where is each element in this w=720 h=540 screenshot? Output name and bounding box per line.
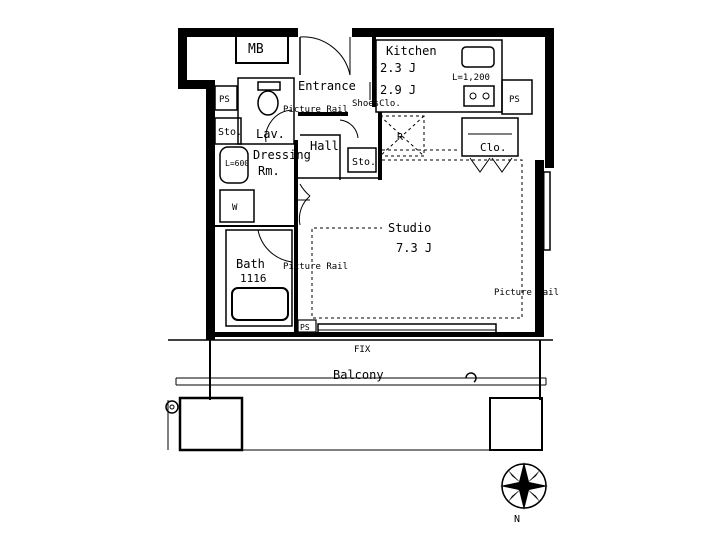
lavatory-label: Lav. [256, 127, 285, 141]
washer-label: W [232, 203, 238, 213]
ps-right-label: PS [509, 95, 520, 105]
dressing-note: L=600 [225, 159, 249, 168]
studio-size: 7.3 J [396, 241, 432, 255]
mb-label: MB [248, 42, 264, 57]
lavatory: Lav. [237, 77, 295, 145]
compass-needle-icon [500, 462, 548, 510]
balcony-label: Balcony [333, 368, 384, 382]
wall-left-jog [178, 80, 208, 89]
kitchen-note: L=1,200 [452, 73, 490, 83]
entrance-door[interactable] [299, 36, 351, 76]
upper-note-size: 2.9 J [380, 83, 416, 97]
picture-rail-studio: Picture Rail [494, 288, 559, 298]
wall-top-right [352, 28, 554, 37]
ps-top-left-label: PS [219, 95, 230, 105]
mb-box: MB [235, 32, 289, 64]
balcony: Balcony [165, 339, 553, 452]
dressing-rm-label: Rm. [258, 164, 280, 178]
bath-room: Bath 1116 Picture Rail [225, 229, 348, 327]
picture-rail-entrance: Picture Rail [283, 105, 348, 115]
ps-top-left: PS [214, 85, 238, 111]
wall-bottom [206, 332, 544, 337]
dressing-label: Dressing [253, 148, 311, 162]
bath-label: Bath [236, 257, 265, 271]
bottom-window: PS FIX [297, 319, 497, 355]
wall-right-lower [535, 160, 544, 336]
fix-label: FIX [354, 345, 371, 355]
shoes-closet-label: ShoesClo. [352, 99, 401, 109]
outdoor-unit [178, 396, 244, 452]
hall-label: Hall [310, 139, 339, 153]
entrance-hall: Entrance Picture Rail ShoesClo. Hall Sto… [283, 79, 401, 180]
drain-icon [465, 372, 477, 383]
storage-hall-label: Sto. [352, 157, 376, 168]
compass-north-label: N [514, 514, 520, 525]
wall-right [545, 28, 554, 168]
ps-right: PS [501, 79, 533, 115]
closet: Clo. [461, 117, 519, 173]
studio-room: Studio 7.3 J Picture Rail [298, 149, 559, 319]
studio-label: Studio [388, 221, 431, 235]
picture-rail-bath: Picture Rail [283, 262, 348, 272]
refrigerator-label: R [397, 132, 404, 143]
sink [461, 46, 495, 68]
kitchen-size: 2.3 J [380, 61, 416, 75]
closet-label: Clo. [480, 141, 507, 154]
kitchen-area: Kitchen 2.3 J 2.9 J L=1,200 [369, 37, 503, 113]
stove [463, 85, 495, 107]
entrance-label: Entrance [298, 79, 356, 93]
hose-tap-icon [165, 400, 179, 414]
wall-left [206, 80, 215, 340]
storage-left: Sto. [214, 117, 242, 145]
compass: N [500, 462, 548, 525]
refrigerator-space: R [379, 115, 425, 157]
dressing-room: Dressing Rm. L=600 W [215, 140, 311, 336]
bath-size: 1116 [240, 272, 267, 285]
wall-left-upper [178, 28, 187, 88]
kitchen-label: Kitchen [386, 44, 437, 58]
storage-left-label: Sto. [218, 127, 242, 138]
ps-bottom-label: PS [300, 323, 310, 332]
